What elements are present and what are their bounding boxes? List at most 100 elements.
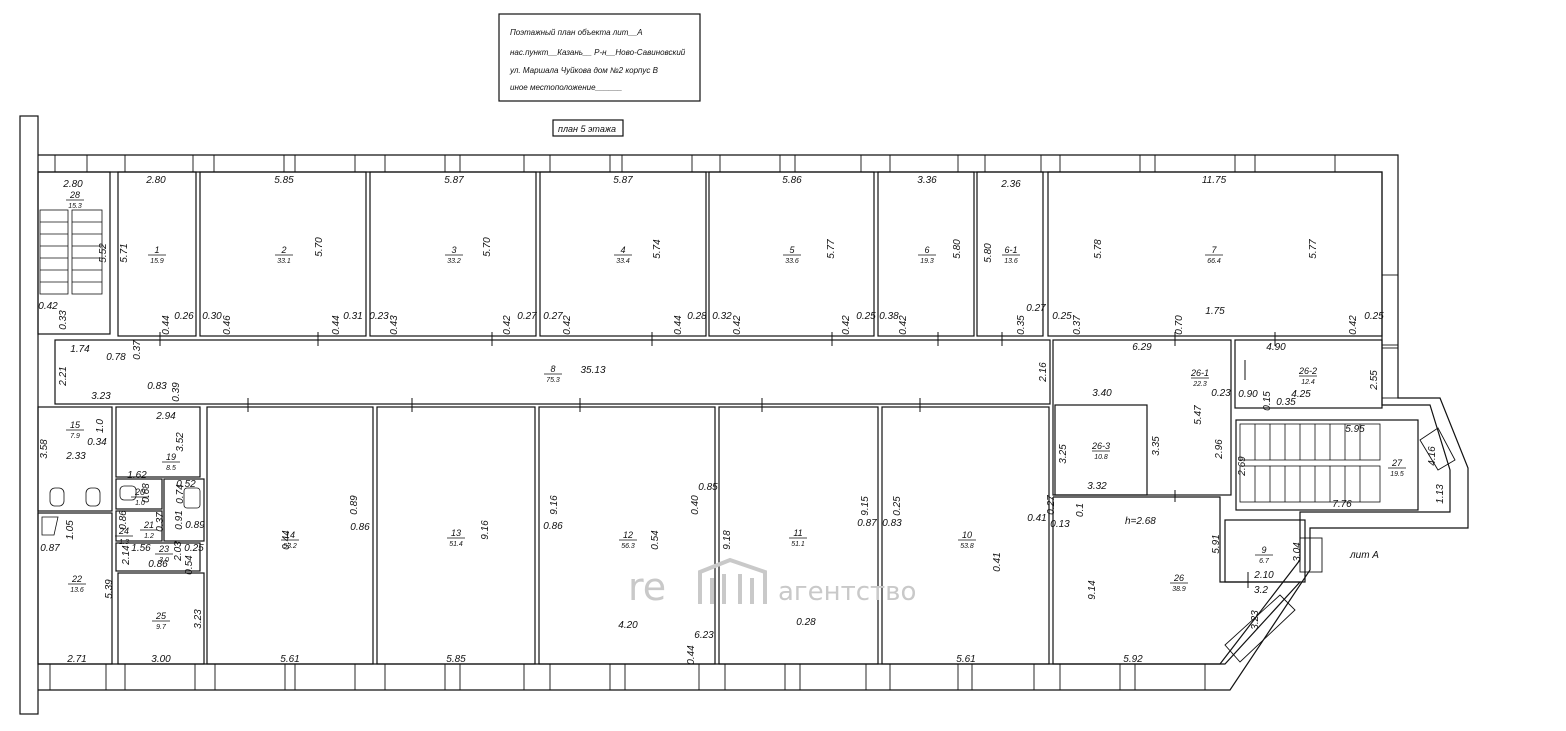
room-number: 4 bbox=[620, 245, 625, 255]
room-area: 15.9 bbox=[150, 258, 164, 265]
dimension-label: 0.86 bbox=[350, 522, 370, 533]
room-label: 875.3 bbox=[544, 364, 562, 384]
room-number: 28 bbox=[69, 190, 80, 200]
room-8-corridor bbox=[54, 339, 1051, 405]
room-number: 12 bbox=[623, 530, 633, 540]
dimension-label: 5.85 bbox=[274, 175, 294, 186]
room-number: 5 bbox=[789, 245, 795, 255]
room-19 bbox=[115, 406, 201, 478]
dimension-label: 3.23 bbox=[193, 609, 204, 629]
dimension-label: 0.41 bbox=[1027, 513, 1046, 524]
dimension-label: 1.56 bbox=[131, 543, 151, 554]
dimension-label: 1.0 bbox=[95, 419, 106, 433]
room-label: 259.7 bbox=[152, 611, 170, 631]
dimension-label: 0.78 bbox=[106, 352, 126, 363]
room-10 bbox=[881, 406, 1050, 665]
dimension-label: 0.42 bbox=[38, 301, 58, 312]
dimension-label: 0.23 bbox=[1211, 388, 1231, 399]
room-number: 20 bbox=[134, 487, 145, 497]
room-area: 9.7 bbox=[156, 624, 167, 631]
room-number: 23 bbox=[158, 544, 169, 554]
dimension-label: 5.77 bbox=[1308, 239, 1319, 259]
room-label: 333.2 bbox=[445, 245, 463, 265]
windows bbox=[49, 154, 1456, 691]
room-number: 7 bbox=[1211, 245, 1217, 255]
dimension-label: 0.23 bbox=[369, 311, 389, 322]
dimension-label: 3.23 bbox=[1250, 610, 1261, 630]
room-label: 433.4 bbox=[614, 245, 632, 265]
room-labels: 2815.3115.9233.1333.2433.4533.6619.36-11… bbox=[66, 190, 1406, 631]
dimension-label: 0.44 bbox=[331, 315, 342, 335]
dimension-label: 5.86 bbox=[782, 175, 802, 186]
room-label: 26-212.4 bbox=[1298, 366, 1317, 386]
dimension-label: 0.13 bbox=[1050, 519, 1070, 530]
room-number: 26-1 bbox=[1190, 368, 1209, 378]
dimension-label: 3.35 bbox=[1151, 436, 1162, 456]
outer-wall bbox=[38, 154, 1469, 691]
door-markers bbox=[159, 332, 1276, 588]
dimension-label: 3.2 bbox=[1254, 585, 1268, 596]
floor-label-frame bbox=[552, 119, 624, 137]
dimension-label: 0.52 bbox=[176, 479, 196, 490]
height-label: h=2.68 bbox=[1125, 516, 1156, 527]
dimension-label: 0.83 bbox=[147, 381, 167, 392]
dimension-label: 0.43 bbox=[389, 315, 400, 335]
dimension-label: 0.91 bbox=[174, 510, 185, 529]
dimension-label: 0.38 bbox=[879, 311, 899, 322]
room-23 bbox=[115, 542, 201, 572]
dimension-label: 0.27 bbox=[517, 311, 537, 322]
dimension-label: 3.40 bbox=[1092, 388, 1112, 399]
room-area: 56.3 bbox=[621, 543, 635, 550]
dimension-label: 0.86 bbox=[543, 521, 563, 532]
room-label: 241.3 bbox=[115, 526, 133, 546]
dimension-label: 0.31 bbox=[343, 311, 362, 322]
dimension-label: 9.18 bbox=[722, 530, 733, 550]
room-area: 19.3 bbox=[920, 258, 934, 265]
dimension-label: 2.96 bbox=[1214, 439, 1225, 460]
dimension-label: 0.34 bbox=[87, 437, 107, 448]
dimension-label: 2.80 bbox=[62, 179, 83, 190]
room-15 bbox=[37, 406, 113, 512]
dimension-label: 9.16 bbox=[549, 495, 560, 515]
room-area: 38.9 bbox=[1172, 586, 1186, 593]
room-area: 8.5 bbox=[166, 465, 176, 472]
dimension-label: 0.54 bbox=[184, 555, 195, 575]
dimension-label: 0.44 bbox=[161, 315, 172, 335]
dimension-label: 0.86 bbox=[148, 559, 168, 570]
dimension-label: 4.25 bbox=[1291, 389, 1311, 400]
room-26-3 bbox=[1054, 404, 1148, 496]
dimension-label: 0.87 bbox=[857, 518, 877, 529]
dimension-label: 0.1 bbox=[1075, 503, 1086, 517]
dimension-label: 2.33 bbox=[65, 451, 86, 462]
dimension-label: 0.89 bbox=[185, 520, 205, 531]
title-line-1: Поэтажный план объекта лит__А bbox=[510, 28, 643, 37]
room-area: 33.6 bbox=[785, 258, 799, 265]
dimension-label: 0.39 bbox=[171, 382, 182, 402]
dimension-label: 5.77 bbox=[826, 239, 837, 259]
dimension-label: 5.91 bbox=[1211, 534, 1222, 553]
dimension-label: 0.25 bbox=[892, 496, 903, 516]
dimension-label: 0.42 bbox=[502, 315, 513, 335]
stairs-27 bbox=[1239, 423, 1381, 503]
dimension-label: 5.87 bbox=[613, 175, 633, 186]
room-13 bbox=[376, 406, 536, 665]
room-number: 19 bbox=[166, 452, 176, 462]
room-label: 157.9 bbox=[66, 420, 84, 440]
dimension-label: 5.61 bbox=[280, 654, 299, 665]
room-11 bbox=[718, 406, 879, 665]
dimension-label: 2.71 bbox=[66, 654, 86, 665]
room-area: 1.0 bbox=[135, 500, 145, 507]
room-20 bbox=[115, 478, 163, 510]
dimension-label: 0.41 bbox=[992, 552, 1003, 571]
room-number: 8 bbox=[550, 364, 555, 374]
dimension-label: 1.75 bbox=[1205, 306, 1225, 317]
dimension-label: 0.83 bbox=[882, 518, 902, 529]
room-label: 96.7 bbox=[1255, 545, 1273, 565]
room-area: 75.3 bbox=[546, 377, 560, 384]
dimension-label: 0.42 bbox=[898, 315, 909, 335]
room-number: 13 bbox=[451, 528, 461, 538]
